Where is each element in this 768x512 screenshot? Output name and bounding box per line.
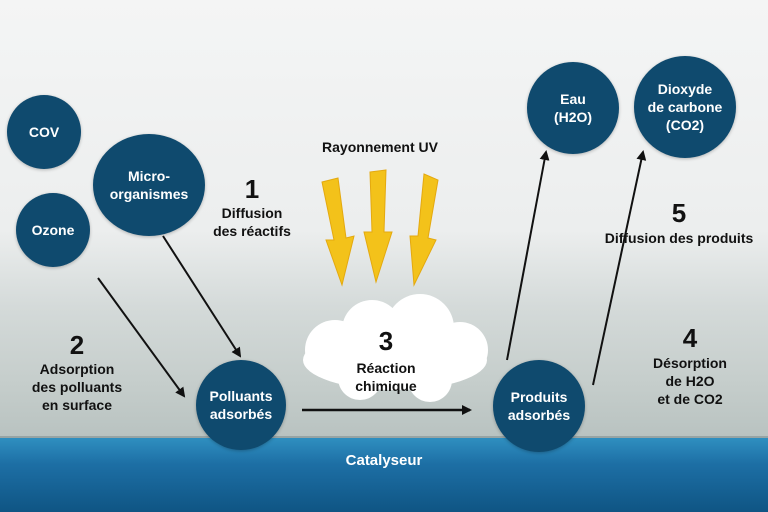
step-4-text: Désorption de H2O et de CO2 [653,355,727,407]
uv-arrow-left [321,177,355,287]
circle-ozone: Ozone [16,193,90,267]
arrow-diffusion-reactants [162,235,242,358]
step-1-number: 1 [244,174,260,204]
arrow-co2-out [592,150,647,386]
step-1-text: Diffusion des réactifs [213,205,291,239]
circle-adsorbed-products: Produits adsorbés [493,360,585,452]
step-2-text: Adsorption des polluants en surface [31,361,123,413]
circle-adsorbed-pollutants: Polluants adsorbés [196,360,286,450]
circle-micro-organisms: Micro- organismes [93,134,205,236]
step-2-number: 2 [69,330,85,360]
step-3-number: 3 [378,326,394,356]
uv-radiation-label: Rayonnement UV [322,139,438,155]
step-5-text: Diffusion des produits [604,230,754,246]
catalyst-surface [0,438,768,512]
arrow-adsorption [97,277,186,398]
uv-arrow-right [409,173,439,287]
step-4-number: 4 [682,323,698,353]
catalyst-label: Catalyseur [345,452,423,469]
uv-arrow-middle [363,169,393,284]
circle-cov: COV [7,95,81,169]
arrow-water-out [506,150,550,361]
circle-carbon-dioxide: Dioxyde de carbone (CO2) [634,56,736,158]
step-3-text: Réaction chimique [355,360,417,394]
reaction-cloud [303,294,488,402]
step-5-number: 5 [671,198,687,228]
circle-water: Eau (H2O) [527,62,619,154]
